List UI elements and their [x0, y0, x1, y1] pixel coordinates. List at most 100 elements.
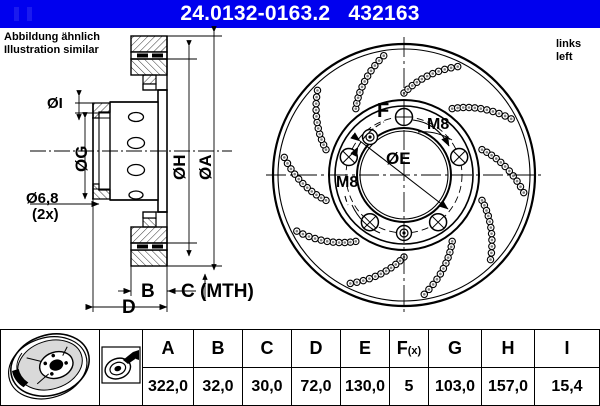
- drilled-hole-bore: [490, 238, 494, 242]
- drilled-hole-bore: [313, 237, 317, 240]
- drilled-hole-bore: [522, 191, 526, 194]
- drilled-hole-bore: [331, 240, 335, 244]
- table-header-a: A: [142, 329, 194, 368]
- drilled-hole-bore: [515, 179, 519, 183]
- drilled-hole-bore: [314, 102, 318, 105]
- drilled-hole-bore: [325, 240, 329, 243]
- drilled-hole-bore: [486, 214, 490, 218]
- drilled-hole-bore: [356, 96, 360, 100]
- section-dimensions: [30, 26, 222, 312]
- drilled-hole-bore: [449, 245, 453, 249]
- drilled-hole-bore: [373, 64, 377, 67]
- drilled-hole-bore: [379, 272, 383, 276]
- drilled-hole-bore: [485, 108, 489, 112]
- rotation-arcs: [344, 121, 385, 206]
- drilled-hole-bore: [435, 277, 439, 281]
- drilled-hole-bore: [384, 269, 388, 273]
- section-bridges: [142, 36, 168, 266]
- disc-pictogram-cell: [0, 329, 100, 406]
- drilled-hole-bore: [354, 107, 358, 110]
- drilled-hole-bore: [289, 167, 293, 171]
- drilled-hole-bore: [315, 115, 318, 118]
- drilled-hole-bore: [461, 106, 465, 109]
- drilled-hole-bore: [422, 292, 426, 296]
- dim-dia-a: [167, 26, 222, 271]
- caliper-pictogram-cell: [99, 329, 143, 406]
- table-header-e: E: [340, 329, 390, 368]
- drilled-hole-bore: [382, 54, 386, 58]
- drilled-hole-bore: [449, 66, 453, 70]
- drilled-hole-bore: [494, 157, 498, 160]
- drilled-hole-bore: [444, 261, 448, 265]
- measuring-caliper-icon: [101, 346, 141, 384]
- drilled-hole-bore: [420, 77, 424, 81]
- cross-section-view: [30, 35, 232, 267]
- drilled-hole-bore: [456, 106, 459, 110]
- drilled-hole-bore: [497, 112, 501, 115]
- drilled-hole-bore: [355, 101, 359, 105]
- drilled-hole-bore: [320, 138, 323, 141]
- table-header-row: A B C D E F(x) G H I: [0, 329, 600, 406]
- drilled-hole-bore: [483, 203, 486, 207]
- drilled-hole-bore: [499, 161, 503, 164]
- drilled-hole-bore: [431, 283, 435, 286]
- drilled-hole-bore: [377, 59, 381, 62]
- drilled-hole-bore: [319, 196, 323, 200]
- section-bottom-ring: [130, 211, 168, 267]
- drilled-hole-bore: [450, 107, 454, 110]
- bolt-hole: [339, 147, 359, 167]
- drilled-hole-bore: [305, 186, 309, 189]
- drilled-hole-bore: [310, 190, 314, 193]
- illustration-similar-note: Abbildung ähnlich Illustration similar: [4, 31, 100, 56]
- drilled-hole-bore: [473, 106, 477, 110]
- header-bar: 24.0132-0163.2 432163: [0, 0, 600, 28]
- drilled-hole-bore: [456, 65, 460, 68]
- table-header-b: B: [193, 329, 243, 368]
- drilled-hole-bore: [315, 193, 318, 197]
- drilled-hole-bore: [324, 148, 328, 151]
- drilled-hole-bore: [427, 288, 431, 291]
- dimension-table: A B C D E F(x) G H I 322,0 32,0 30,0 72,…: [0, 329, 600, 406]
- label-dim-b: B: [141, 281, 155, 302]
- drilled-hole-bore: [316, 127, 320, 130]
- dim-dia-i: [75, 90, 110, 121]
- brake-disc-icon: [8, 333, 90, 400]
- drilled-hole-bore: [406, 87, 410, 91]
- drilled-hole-bore: [337, 241, 341, 244]
- drilled-hole-bore: [363, 80, 366, 83]
- drilled-hole-bore: [373, 275, 377, 278]
- page-title: 24.0132-0163.2 432163: [180, 2, 420, 25]
- drilled-hole-bore: [512, 174, 515, 178]
- drilled-hole-bore: [282, 156, 286, 159]
- drilled-hole-bore: [450, 240, 454, 243]
- dim-c: [167, 273, 208, 300]
- drilled-hole-bore: [348, 282, 352, 285]
- table-header-c: C: [242, 329, 292, 368]
- drilled-hole-bore: [398, 259, 402, 263]
- drilled-hole-bore: [293, 172, 297, 176]
- cross-drilled-hole-pattern: [280, 51, 528, 299]
- bolt-callout-leader: [412, 119, 450, 147]
- drilled-hole-bore: [490, 232, 493, 235]
- dim-dia-e: [350, 132, 449, 210]
- label-dia-a: ØA: [196, 154, 215, 181]
- label-m8-upper: M8: [427, 116, 450, 133]
- bolt-hole: [428, 212, 448, 232]
- drilled-hole-bore: [489, 258, 492, 261]
- table-header-f-sub: (x): [407, 345, 422, 357]
- table-header-h: H: [481, 329, 535, 368]
- drilled-hole-bore: [360, 85, 364, 89]
- table-header-i: I: [534, 329, 600, 368]
- drilled-hole-bore: [286, 162, 289, 165]
- drilled-hole-bore: [314, 108, 318, 112]
- table-header-f: F(x): [389, 329, 429, 368]
- label-dia-68-qty: (2x): [32, 206, 59, 223]
- drilled-hole-bore: [519, 185, 522, 188]
- drilled-hole-bore: [437, 70, 440, 73]
- section-top-ring: [130, 35, 168, 91]
- drilled-hole-bore: [490, 245, 494, 248]
- dim-d: [85, 199, 168, 312]
- drilled-hole-bore: [425, 74, 429, 78]
